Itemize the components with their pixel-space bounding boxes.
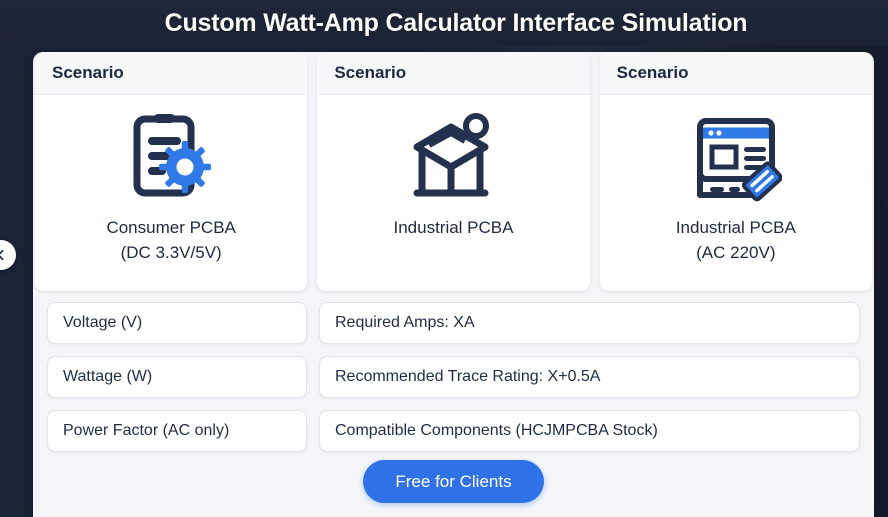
carousel-prev-button[interactable] <box>0 240 16 270</box>
scenario-card-header: Scenario <box>317 52 590 95</box>
scenario-card-label-line2: (AC 220V) <box>696 243 776 262</box>
power-factor-field[interactable]: Power Factor (AC only) <box>47 410 307 452</box>
scenario-card-header: Scenario <box>35 52 308 95</box>
fields-section: Voltage (V) Wattage (W) Power Factor (AC… <box>33 302 874 452</box>
scenario-card-label-line1: Consumer PCBA <box>106 218 236 237</box>
voltage-field-label: Voltage (V) <box>63 314 143 331</box>
compatible-components-field[interactable]: Compatible Components (HCJMPCBA Stock) <box>319 410 860 452</box>
scenario-card-label-line1: Industrial PCBA <box>675 218 796 237</box>
factory-icon <box>407 109 499 205</box>
page-title: Custom Watt-Amp Calculator Interface Sim… <box>164 8 748 37</box>
trace-rating-field[interactable]: Recommended Trace Rating: X+0.5A <box>319 356 860 398</box>
scenario-card-label: Industrial PCBA (AC 220V) <box>676 215 796 265</box>
scenario-card-body: Consumer PCBA (DC 3.3V/5V) <box>35 95 307 291</box>
wattage-field[interactable]: Wattage (W) <box>47 356 307 398</box>
scenario-card-header-label: Scenario <box>616 63 689 82</box>
chevron-left-icon <box>0 249 7 261</box>
cta-section: Free for Clients <box>33 460 874 503</box>
scenario-card-label: Consumer PCBA (DC 3.3V/5V) <box>106 215 235 265</box>
scenario-card-header-label: Scenario <box>334 63 407 82</box>
compatible-components-label: Compatible Components (HCJMPCBA Stock) <box>335 422 658 439</box>
scenario-card-label: Industrial PCBA <box>393 215 513 240</box>
scenario-cards-row: Scenario <box>33 52 874 291</box>
free-for-clients-button[interactable]: Free for Clients <box>363 460 544 503</box>
required-amps-field[interactable]: Required Amps: XA <box>319 302 860 344</box>
scenario-card-header-label: Scenario <box>52 63 124 82</box>
clipboard-gear-icon <box>128 109 214 205</box>
scenario-card-body: Industrial PCBA (AC 220V) <box>600 95 872 291</box>
trace-rating-label: Recommended Trace Rating: X+0.5A <box>335 368 601 385</box>
scenario-card-header: Scenario <box>599 52 872 95</box>
scenario-card-consumer[interactable]: Scenario <box>35 52 308 291</box>
scenario-card-label-line1: Industrial PCBA <box>393 218 514 237</box>
scenario-card-label-line2: (DC 3.3V/5V) <box>120 243 222 262</box>
scenario-card-industrial[interactable]: Scenario <box>317 52 590 291</box>
wattage-field-label: Wattage (W) <box>63 368 153 385</box>
input-fields-column: Voltage (V) Wattage (W) Power Factor (AC… <box>47 302 307 452</box>
webpage-tag-icon <box>690 109 782 205</box>
required-amps-label: Required Amps: XA <box>335 314 475 331</box>
calculator-panel: Scenario <box>33 52 874 517</box>
scenario-card-body: Industrial PCBA <box>317 95 589 291</box>
power-factor-field-label: Power Factor (AC only) <box>63 422 230 439</box>
scenario-card-industrial-ac[interactable]: Scenario <box>599 52 872 291</box>
voltage-field[interactable]: Voltage (V) <box>47 302 307 344</box>
page-title-bar: Custom Watt-Amp Calculator Interface Sim… <box>0 0 888 46</box>
output-fields-column: Required Amps: XA Recommended Trace Rati… <box>319 302 860 452</box>
